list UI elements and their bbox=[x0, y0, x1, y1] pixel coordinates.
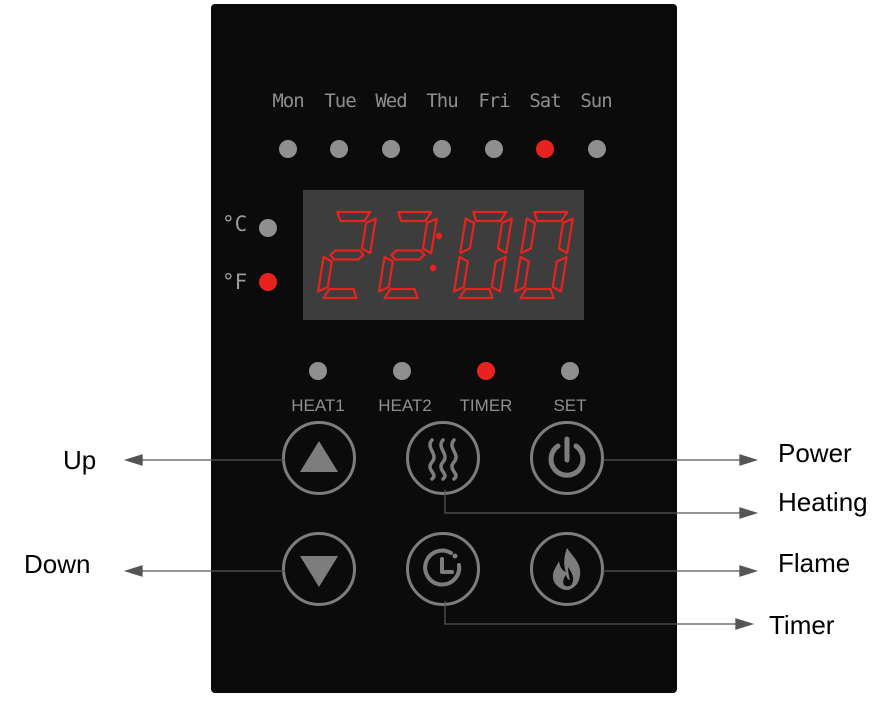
display-segment bbox=[557, 217, 574, 255]
display-segment bbox=[421, 217, 438, 255]
display-colon-dot bbox=[429, 264, 437, 272]
display-segment bbox=[459, 217, 476, 255]
mode-indicator-set bbox=[561, 362, 579, 380]
display-segment bbox=[513, 255, 530, 293]
mode-indicator-heat2 bbox=[393, 362, 411, 380]
display-segment bbox=[519, 287, 555, 300]
heating-button[interactable] bbox=[406, 421, 480, 495]
celsius-label: °C bbox=[222, 212, 248, 236]
day-indicator-tue bbox=[330, 140, 348, 158]
day-label-thu: Thu bbox=[426, 90, 458, 112]
up-arrow-icon bbox=[300, 441, 338, 472]
flame-button[interactable] bbox=[530, 532, 604, 606]
display-digit bbox=[377, 210, 438, 300]
display-segment bbox=[472, 210, 508, 223]
display-digit bbox=[316, 210, 377, 300]
display-segment bbox=[533, 210, 569, 223]
mode-label-set: SET bbox=[553, 396, 587, 415]
display-segment bbox=[490, 255, 507, 293]
power-button[interactable] bbox=[530, 421, 604, 495]
callout-flame: Flame bbox=[778, 548, 851, 578]
callout-up: Up bbox=[63, 445, 97, 475]
display-segment bbox=[360, 217, 377, 255]
display-segment bbox=[551, 255, 568, 293]
day-label-tue: Tue bbox=[324, 90, 356, 112]
clock-icon bbox=[423, 548, 462, 587]
day-label-sat: Sat bbox=[529, 90, 561, 112]
display-colon-dot bbox=[435, 232, 443, 240]
callout-timer: Timer bbox=[769, 610, 835, 640]
display-segment bbox=[383, 287, 419, 300]
day-label-wed: Wed bbox=[375, 90, 407, 112]
day-indicator-wed bbox=[382, 140, 400, 158]
display-digit bbox=[513, 210, 574, 300]
display-segment bbox=[322, 287, 358, 300]
day-label-fri: Fri bbox=[478, 90, 510, 112]
fahrenheit-indicator bbox=[259, 273, 277, 291]
day-label-sun: Sun bbox=[580, 90, 612, 112]
display-segment bbox=[329, 249, 365, 261]
display-segment bbox=[397, 210, 433, 223]
display-segment bbox=[316, 255, 333, 293]
led-display bbox=[303, 190, 584, 320]
fahrenheit-label: °F bbox=[222, 270, 248, 294]
display-segment bbox=[452, 255, 469, 293]
down-button[interactable] bbox=[282, 532, 356, 606]
mode-indicator-heat1 bbox=[309, 362, 327, 380]
timer-button[interactable] bbox=[406, 532, 480, 606]
down-arrow-icon bbox=[300, 556, 338, 587]
day-indicator-thu bbox=[433, 140, 451, 158]
mode-label-timer: TIMER bbox=[459, 396, 513, 415]
day-indicator-sat bbox=[536, 140, 554, 158]
callout-down: Down bbox=[24, 549, 91, 579]
display-segment bbox=[496, 217, 513, 255]
day-indicator-sun bbox=[588, 140, 606, 158]
display-segment bbox=[377, 255, 394, 293]
celsius-indicator bbox=[259, 219, 277, 237]
callout-heating: Heating bbox=[778, 487, 868, 517]
heat-waves-icon bbox=[428, 438, 458, 481]
display-segment bbox=[458, 287, 494, 300]
up-button[interactable] bbox=[282, 421, 356, 495]
display-digit bbox=[452, 210, 513, 300]
display-digits bbox=[316, 210, 574, 300]
day-label-mon: Mon bbox=[272, 90, 304, 112]
mode-label-heat2: HEAT2 bbox=[378, 396, 432, 415]
callout-power: Power bbox=[778, 438, 852, 468]
power-icon bbox=[548, 436, 586, 478]
day-indicator-fri bbox=[485, 140, 503, 158]
display-segment bbox=[520, 217, 537, 255]
mode-label-heat1: HEAT1 bbox=[291, 396, 345, 415]
mode-indicator-timer bbox=[477, 362, 495, 380]
flame-icon bbox=[552, 548, 581, 590]
display-segment bbox=[336, 210, 372, 223]
display-segment bbox=[390, 249, 426, 261]
day-indicator-mon bbox=[279, 140, 297, 158]
